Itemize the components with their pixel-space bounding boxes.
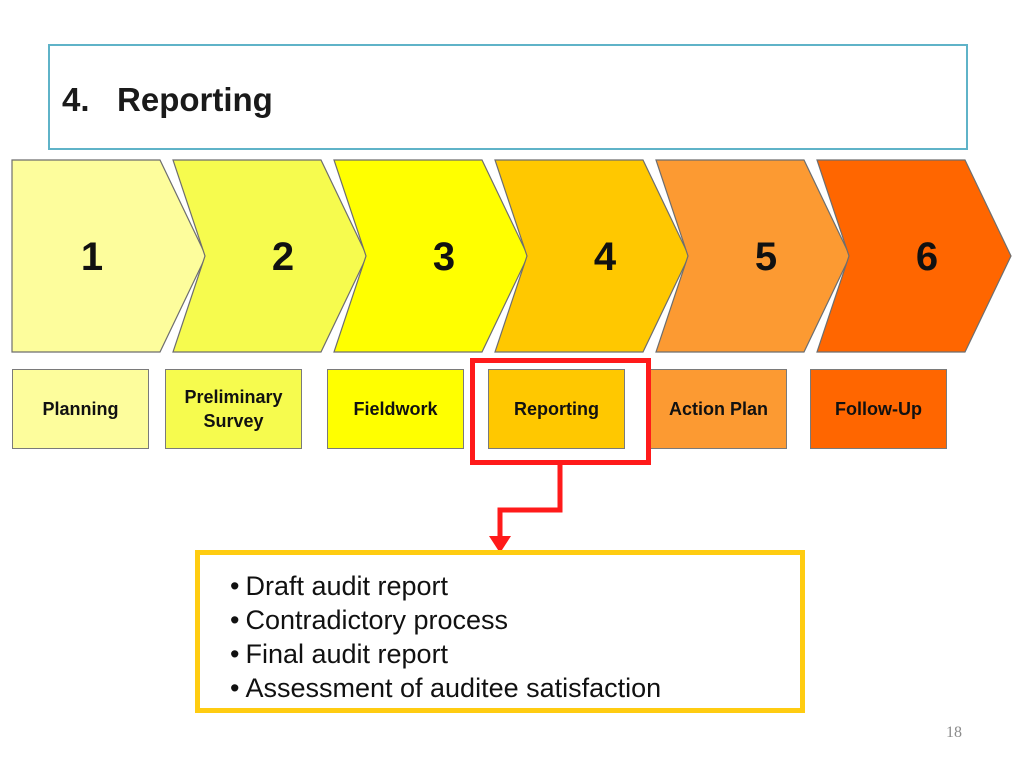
stage-number-2: 2 xyxy=(272,235,294,279)
connector-arrowhead xyxy=(489,536,511,553)
stage-chevron-5 xyxy=(655,159,851,353)
stage-number-6: 6 xyxy=(916,235,938,279)
stage-chevron-4 xyxy=(494,159,690,353)
stage-number-1: 1 xyxy=(81,235,103,279)
details-box: Draft audit report Contradictory process… xyxy=(195,550,805,713)
page-number: 18 xyxy=(946,724,962,741)
detail-item: Final audit report xyxy=(230,637,800,671)
detail-item: Contradictory process xyxy=(230,603,800,637)
stage-label-1: Planning xyxy=(12,369,149,449)
stage-chevron-3 xyxy=(333,159,529,353)
slide-title: 4. Reporting xyxy=(62,81,273,118)
stage-label-4: Reporting xyxy=(488,369,625,449)
highlight-frame xyxy=(470,358,651,465)
stage-label-2: Preliminary Survey xyxy=(165,369,302,449)
stage-chevron-6 xyxy=(816,159,1012,353)
stage-number-3: 3 xyxy=(433,235,455,279)
stage-number-5: 5 xyxy=(755,235,777,279)
stage-label-6: Follow-Up xyxy=(810,369,947,449)
stage-label-3: Fieldwork xyxy=(327,369,464,449)
connector-line xyxy=(497,465,563,538)
stage-number-4: 4 xyxy=(594,235,617,279)
stage-chevron-1 xyxy=(11,159,207,353)
stage-label-5: Action Plan xyxy=(650,369,787,449)
detail-item: Assessment of auditee satisfaction xyxy=(230,671,800,705)
details-list: Draft audit report Contradictory process… xyxy=(200,555,800,705)
stage-chevron-2 xyxy=(172,159,368,353)
detail-item: Draft audit report xyxy=(230,569,800,603)
title-box: 4. Reporting xyxy=(48,44,968,150)
